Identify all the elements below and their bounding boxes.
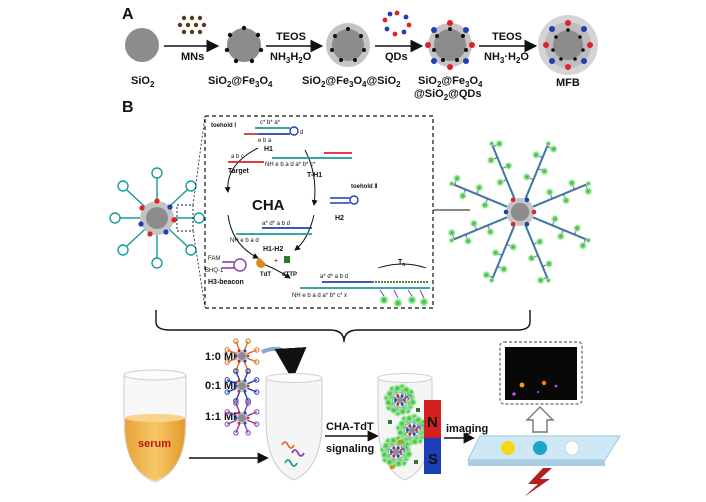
tube-mfb-a <box>382 382 418 418</box>
tn-label: Tn <box>398 259 405 268</box>
panel-b-letter: B <box>122 99 134 116</box>
h2-hairpin: toehold Ⅱ H2 <box>330 183 377 222</box>
seq-h1h2-top: a* d* a b d <box>262 221 290 227</box>
mini-mfbs <box>224 338 260 436</box>
mns-dots <box>177 15 207 35</box>
panel-a-letter: A <box>122 6 134 23</box>
h1-label: H1 <box>264 146 273 153</box>
tube-mfb-c <box>378 434 414 470</box>
arrow-qds: QDs <box>375 10 424 63</box>
tube-particles <box>378 382 430 470</box>
target-label: Target <box>228 168 250 175</box>
fam-label: FAM <box>208 256 220 262</box>
cha-tdt-label: CHA-TdT <box>326 421 374 433</box>
up-arrow-icon <box>525 406 555 433</box>
stage-1-label: SiO2 <box>131 75 155 89</box>
serum-label: serum <box>138 438 171 450</box>
curved-add-arrow <box>261 346 307 380</box>
seq-h1b: e b a <box>258 138 272 144</box>
fluorescence-image <box>499 341 583 405</box>
toehold-2-label: toehold Ⅱ <box>351 183 377 190</box>
tube-enzyme-4 <box>414 460 418 464</box>
tdt-dttp: TdT + dTTP <box>256 256 297 278</box>
glass-slide <box>467 435 621 466</box>
mfb-hairpin-probe <box>109 167 205 269</box>
t-h1-duplex: NH e b a d a* b* c* T-H1 <box>265 152 352 179</box>
plus-sign: + <box>274 258 278 265</box>
qd-particle <box>425 20 475 70</box>
brace <box>155 310 531 343</box>
h1-d: d <box>300 130 303 136</box>
tube-enzyme-1 <box>398 440 402 444</box>
cha-box <box>204 115 434 309</box>
arrow-teos-2-l2: NH3·H2O <box>484 51 529 65</box>
dttp-label: dTTP <box>282 272 297 278</box>
tdt-label: TdT <box>260 272 271 278</box>
seq-final: NH e b a d a* b* c* x <box>292 293 347 299</box>
seq-h1h2: NH e b a d <box>230 238 259 244</box>
zoom-line-bottom <box>192 230 206 308</box>
magnet-n: N <box>427 414 438 431</box>
magnet-s: S <box>428 451 438 468</box>
arrow-mns: MNs <box>164 15 220 63</box>
bhq-label: BHQ-1 <box>205 268 224 274</box>
final-product-strand: a* d* a b d NH e b a d a* b* c* x Tn <box>292 259 430 308</box>
t-h1-label: T-H1 <box>307 172 322 179</box>
laser-bolt-icon <box>524 468 552 497</box>
arrow-teos-2: TEOS NH3·H2O <box>479 31 538 65</box>
toehold-1-label: toehold Ⅰ <box>211 122 236 129</box>
stage-5-label: MFB <box>556 77 580 89</box>
h1-h2-label: H1-H2 <box>263 246 283 253</box>
tube-enzyme-0 <box>388 420 392 424</box>
seq-h1: c* b* a* <box>260 120 281 126</box>
sample-tube <box>265 373 323 481</box>
arrow-teos-1: TEOS NH3H2O <box>266 31 324 65</box>
mfb-particle <box>538 15 598 75</box>
target-seq: a b c <box>231 154 244 160</box>
arrow-teos-1-l1: TEOS <box>276 31 306 43</box>
seq-th1: NH e b a d a* b* c* <box>265 162 316 168</box>
arrow-cha-tdt: CHA-TdT signaling <box>325 421 379 455</box>
tube-enzyme-2 <box>416 408 420 412</box>
mfb-product-particle <box>447 139 593 285</box>
tube-enzyme-3 <box>390 465 394 469</box>
target-strand: a b c Target <box>228 154 264 175</box>
cha-title: CHA <box>252 197 285 214</box>
imaging-label: imaging <box>446 423 488 435</box>
mini-mfb-1-1 <box>224 400 260 436</box>
serum-tube: serum <box>123 369 187 483</box>
sio2-fe3o4-particle <box>224 25 264 64</box>
magnet: N S <box>424 400 441 474</box>
arrow-mns-label: MNs <box>181 51 204 63</box>
h1-hairpin: c* b* a* e b a toehold Ⅰ d H1 <box>211 120 303 153</box>
arrow-teos-2-l1: TEOS <box>492 31 522 43</box>
arrow-qds-label: QDs <box>385 51 408 63</box>
h1-h2-duplex: a* d* a b d NH e b a d H1-H2 <box>230 221 312 253</box>
stage-4-label-2: @SiO2@QDs <box>414 88 481 102</box>
qds-ring <box>382 10 412 37</box>
stage-4-label-1: SiO2@Fe3O4 <box>418 75 483 89</box>
h3-beacon: FAM BHQ-1 H3-beacon <box>205 256 247 286</box>
h2-label: H2 <box>335 215 344 222</box>
signaling-label: signaling <box>326 443 374 455</box>
sio2-particle <box>125 28 159 62</box>
zoom-line-top <box>192 115 206 206</box>
stage-2-label: SiO2@Fe3O4 <box>208 75 273 89</box>
stage-3-label: SiO2@Fe3O4@SiO2 <box>302 75 401 89</box>
h3-beacon-label: H3-beacon <box>208 279 244 286</box>
sio2-fe3o4-sio2-particle <box>326 23 370 67</box>
mfb-product <box>447 139 593 285</box>
arrow-teos-1-l2: NH3H2O <box>270 51 312 65</box>
mini-mfb-0-1 <box>224 368 260 404</box>
seq-final-top: a* d* a b d <box>320 274 348 280</box>
